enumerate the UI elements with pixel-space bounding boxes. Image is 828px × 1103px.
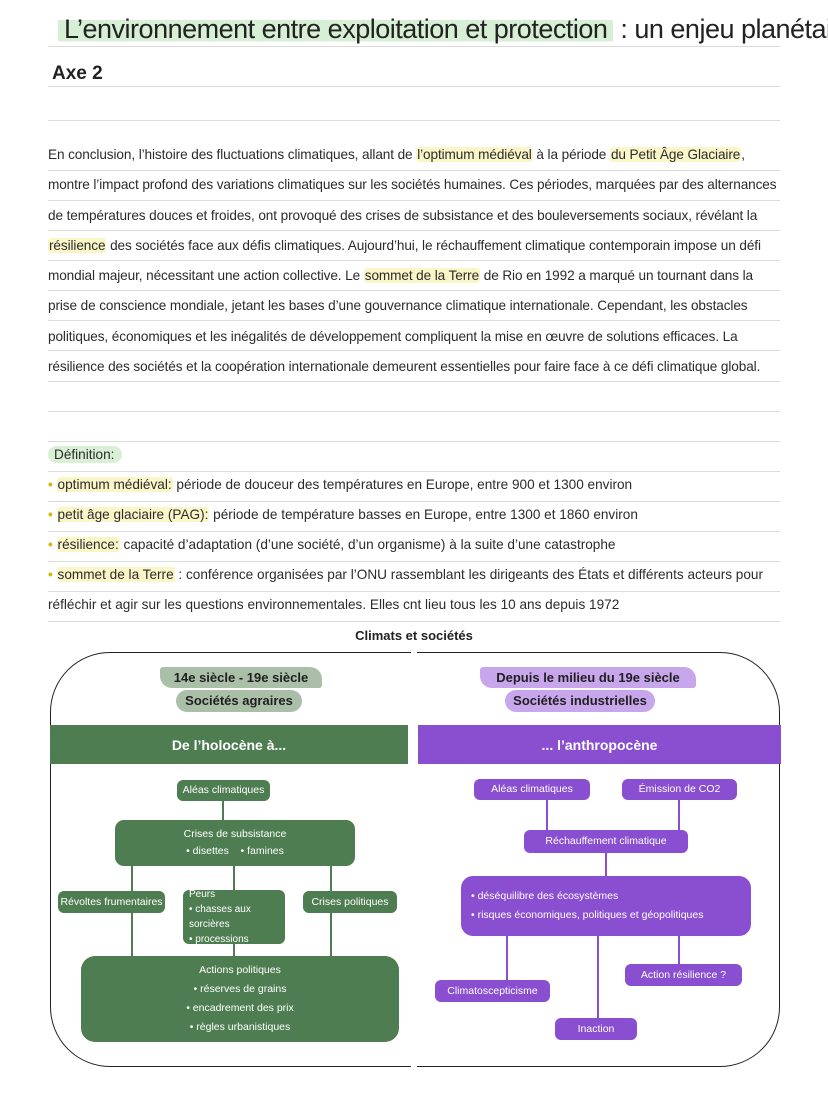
definition-item: • résilience: capacité d’adaptation (d’u… (48, 530, 788, 560)
connector-line (605, 852, 607, 878)
connector-line (546, 799, 548, 832)
right-band: ... l’anthropocène (418, 725, 781, 764)
definition-term: optimum médiéval: (56, 477, 173, 492)
climatoscepticisme-box: Climatoscepticisme (435, 980, 550, 1002)
definition-item: • sommet de la Terre : conférence organi… (48, 560, 788, 620)
definition-item: • petit âge glaciaire (PAG): période de … (48, 500, 788, 530)
right-aleas-box: Aléas climatiques (474, 779, 590, 800)
peurs-item: • processions (189, 934, 249, 945)
bullet-icon: • (48, 567, 53, 582)
highlight-sommet: sommet de la Terre (363, 268, 481, 284)
title-highlighted: L’environnement entre exploitation et pr… (58, 14, 614, 44)
actions-item: • encadrement des prix (186, 1002, 294, 1014)
left-period-label: 14e siècle - 19e siècle (160, 667, 322, 688)
peurs-item: • chasses aux sorcières (189, 904, 251, 930)
left-band: De l’holocène à... (50, 725, 408, 764)
action-resilience-box: Action résilience ? (625, 964, 742, 986)
diagram-divider (411, 652, 417, 1072)
right-society-label: Sociétés industrielles (505, 690, 655, 712)
definitions-title-text: Définition: (48, 446, 123, 463)
revoltes-box: Révoltes frumentaires (58, 891, 165, 913)
section-subtitle: Axe 2 (52, 63, 103, 84)
definition-text: : conférence organisées par l’ONU rassem… (48, 567, 764, 612)
definitions-title: Définition: (48, 440, 788, 470)
left-society-label: Sociétés agraires (176, 690, 302, 712)
bullet-icon: • (48, 507, 53, 522)
crises-politiques-box: Crises politiques (303, 891, 397, 913)
text-run: de Rio en 1992 a marqué un tournant dans… (48, 268, 761, 375)
definition-term: sommet de la Terre (56, 567, 175, 582)
conclusion-paragraph: En conclusion, l’histoire des fluctuatio… (48, 140, 778, 382)
crises-subsistance-box: Crises de subsistance • disettes • famin… (115, 820, 355, 866)
actions-item: • réserves de grains (193, 983, 287, 995)
definition-item: • optimum médiéval: période de douceur d… (48, 470, 788, 500)
inaction-box: Inaction (555, 1018, 637, 1040)
connector-line (597, 934, 599, 1018)
text-run: à la période (532, 147, 610, 162)
rechauffement-box: Réchauffement climatique (524, 830, 688, 853)
diagram-title: Climats et sociétés (355, 628, 473, 643)
highlight-optimum: l’optimum médiéval (416, 147, 533, 162)
actions-title: Actions politiques (199, 964, 281, 976)
text-run: En conclusion, l’histoire des fluctuatio… (48, 147, 417, 162)
connector-line (678, 799, 680, 832)
bullet-icon: • (48, 537, 53, 552)
left-aleas-box: Aléas climatiques (177, 780, 270, 801)
highlight-resilience: résilience (48, 237, 107, 253)
consequence-item: • risques économiques, politiques et géo… (471, 909, 704, 921)
text-run: des sociétés face aux défis climatiques.… (48, 237, 761, 284)
actions-item: • règles urbanistiques (189, 1021, 291, 1033)
definition-term: résilience: (56, 537, 120, 552)
peurs-title: Peurs (189, 889, 216, 900)
definition-text: période de température basses en Europe,… (209, 507, 638, 522)
definitions-section: Définition: • optimum médiéval: période … (48, 440, 788, 620)
consequences-box: • déséquilibre des écosystèmes • risques… (461, 876, 751, 936)
page-title: L’environnement entre exploitation et pr… (58, 14, 828, 45)
connector-line (678, 934, 680, 966)
definition-term: petit âge glaciaire (PAG): (56, 507, 210, 522)
connector-line (222, 800, 224, 822)
definition-text: période de douceur des températures en E… (172, 477, 633, 492)
crises-subsistance-items: • disettes • famines (186, 845, 284, 857)
title-rest: : un enjeu planétaire (620, 14, 828, 44)
crises-subsistance-title: Crises de subsistance (183, 828, 287, 840)
definition-text: capacité d’adaptation (d’une société, d’… (119, 537, 616, 552)
co2-box: Émission de CO2 (622, 779, 737, 800)
text-run: , montre l’impact profond des variations… (48, 147, 777, 223)
actions-politiques-box: Actions politiques • réserves de grains … (81, 956, 399, 1042)
peurs-box: Peurs • chasses aux sorcières • processi… (183, 889, 285, 945)
right-period-label: Depuis le milieu du 19e siècle (480, 667, 696, 688)
highlight-pag: du Petit Âge Glaciaire (609, 147, 742, 162)
bullet-icon: • (48, 477, 53, 492)
consequence-item: • déséquilibre des écosystèmes (471, 890, 619, 902)
connector-line (506, 934, 508, 982)
